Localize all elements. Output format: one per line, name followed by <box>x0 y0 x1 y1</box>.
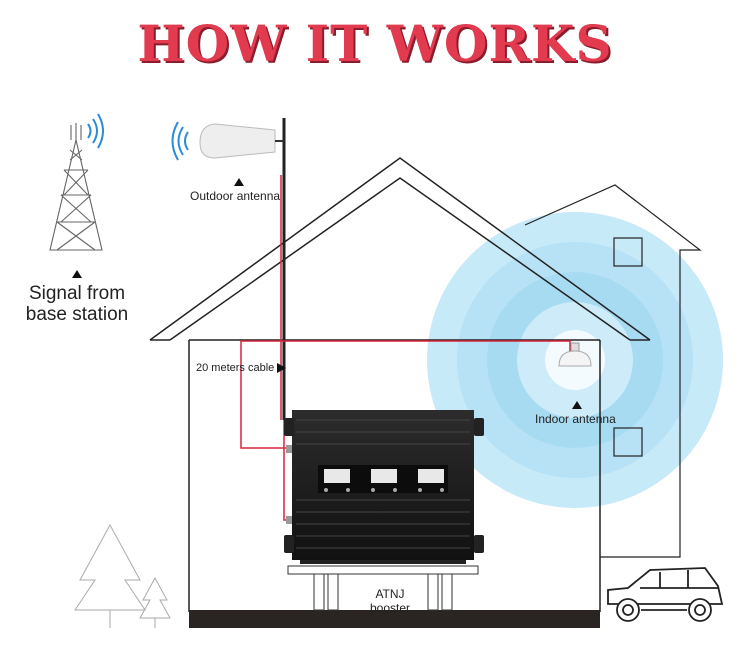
outdoor-antenna-text: Outdoor antenna <box>190 189 281 203</box>
page-title: HOW IT WORKS <box>137 14 613 73</box>
cable-text: 20 meters cable <box>196 362 275 374</box>
booster-label: ATNJ booster <box>360 587 420 615</box>
outdoor-antenna-label: Outdoor antenna <box>190 175 280 203</box>
neighbor-house <box>524 184 702 558</box>
cable-label: 20 meters cable <box>196 362 287 374</box>
pointer-triangle-icon <box>572 401 582 409</box>
house-floor <box>189 610 600 628</box>
house <box>149 157 651 612</box>
pointer-triangle-icon <box>72 270 82 278</box>
car-icon <box>607 567 724 622</box>
booster-label-line1: ATNJ <box>375 587 405 601</box>
signal-label-line1: Signal from <box>28 283 126 304</box>
tower-icon <box>49 123 103 251</box>
indoor-antenna-icon <box>558 342 592 367</box>
signal-wave-icon <box>87 113 104 149</box>
indoor-antenna-label: Indoor antenna <box>535 398 616 426</box>
booster-icon <box>284 410 484 611</box>
indoor-antenna-text: Indoor antenna <box>535 412 616 426</box>
booster-label-line2: booster <box>369 601 411 615</box>
signal-label-line2: base station <box>25 304 129 325</box>
pointer-right-icon <box>277 363 287 374</box>
tower-label: Signal from base station <box>22 262 132 325</box>
pointer-triangle-icon <box>234 178 244 186</box>
signal-wave-icon <box>171 121 189 161</box>
tree-icon <box>74 523 171 628</box>
